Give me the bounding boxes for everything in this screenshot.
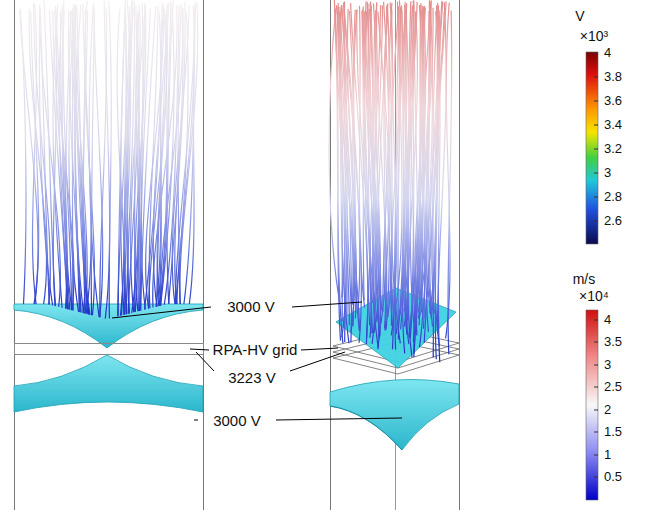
trajectory <box>420 11 430 347</box>
trajectory <box>153 3 169 307</box>
tick-label: 3.4 <box>604 118 622 132</box>
tick-mark <box>594 125 598 126</box>
equipotential-surface <box>330 380 459 451</box>
trajectory <box>414 5 418 317</box>
leader-line <box>112 302 402 420</box>
tick-mark <box>594 77 598 78</box>
tick-label: 1.5 <box>604 425 622 439</box>
tick-mark <box>594 477 598 478</box>
tick-label: 3 <box>604 166 611 180</box>
trajectory <box>72 8 74 311</box>
tick-mark <box>594 221 598 222</box>
tick-mark <box>594 197 598 198</box>
ion-trajectories <box>20 0 198 319</box>
tick-label: 4 <box>604 46 611 60</box>
surface-edge <box>330 406 402 450</box>
trajectory <box>146 9 164 309</box>
trajectory <box>127 0 133 313</box>
trajectory <box>351 10 355 332</box>
tick-label: 3 <box>604 358 611 372</box>
grid-label: RPA-HV grid <box>211 342 300 359</box>
tick-label: 3.5 <box>604 335 622 349</box>
tick-label: 2.6 <box>604 214 622 228</box>
trajectory <box>177 5 195 304</box>
tick-label: 2.5 <box>604 380 622 394</box>
trajectory <box>74 4 88 314</box>
trajectory <box>338 6 360 331</box>
tick-label: 0.5 <box>604 470 622 484</box>
trajectory <box>31 12 39 304</box>
trajectory <box>160 10 167 306</box>
tick-mark <box>594 149 598 150</box>
potential-label: 3000 V <box>225 299 277 316</box>
trajectory <box>94 6 103 317</box>
tick-mark <box>594 387 598 388</box>
trajectory <box>338 3 359 331</box>
tick-label: 4 <box>604 313 611 327</box>
trajectory <box>104 0 109 318</box>
tick-mark <box>594 342 598 343</box>
trajectory <box>29 9 46 304</box>
unit-label: m/s <box>573 272 596 287</box>
tick-mark <box>594 320 598 321</box>
trajectory <box>66 10 72 310</box>
tick-mark <box>594 173 598 174</box>
tick-label: 1 <box>604 448 611 462</box>
scale-factor: ×10³ <box>580 29 608 44</box>
tick-label: 3.2 <box>604 142 622 156</box>
trajectory <box>91 9 94 315</box>
trajectory <box>131 3 146 312</box>
colorbar <box>586 310 598 500</box>
tick-mark <box>594 101 598 102</box>
unit-label: V <box>575 9 584 24</box>
tick-label: 2 <box>604 403 611 417</box>
potential-label: 3223 V <box>226 370 278 387</box>
potential-label: 3000 V <box>211 413 263 430</box>
trajectory <box>425 11 438 318</box>
tick-mark <box>594 53 598 54</box>
trajectory <box>135 4 146 311</box>
trajectory <box>335 8 341 340</box>
tick-label: 2.8 <box>604 190 622 204</box>
trajectory <box>122 10 134 316</box>
tick-mark <box>594 455 598 456</box>
trajectory <box>402 0 413 353</box>
trajectory <box>161 7 174 306</box>
trajectory <box>56 6 68 309</box>
trajectory <box>344 12 359 311</box>
scale-factor: ×10⁴ <box>579 289 609 304</box>
colorbar-tick <box>594 53 598 477</box>
trajectory <box>167 0 171 304</box>
trajectory <box>69 5 79 312</box>
trajectory <box>44 0 56 306</box>
trajectory <box>40 9 49 305</box>
trajectory <box>409 6 424 338</box>
grid-outline <box>15 344 204 355</box>
tick-label: 3.6 <box>604 94 622 108</box>
tick-mark <box>594 432 598 433</box>
ion-trajectories <box>329 0 452 362</box>
trajectory <box>169 2 185 305</box>
colorbar <box>586 52 598 244</box>
tick-mark <box>594 410 598 411</box>
trajectory <box>20 8 26 304</box>
trajectory <box>393 10 400 350</box>
tick-mark <box>594 365 598 366</box>
trajectory <box>378 6 387 311</box>
trajectory <box>89 3 99 317</box>
trajectory <box>159 0 173 306</box>
trajectory <box>172 5 189 305</box>
equipotential-surface <box>14 355 203 412</box>
tick-label: 3.8 <box>604 70 622 84</box>
panel-frame <box>15 0 460 510</box>
